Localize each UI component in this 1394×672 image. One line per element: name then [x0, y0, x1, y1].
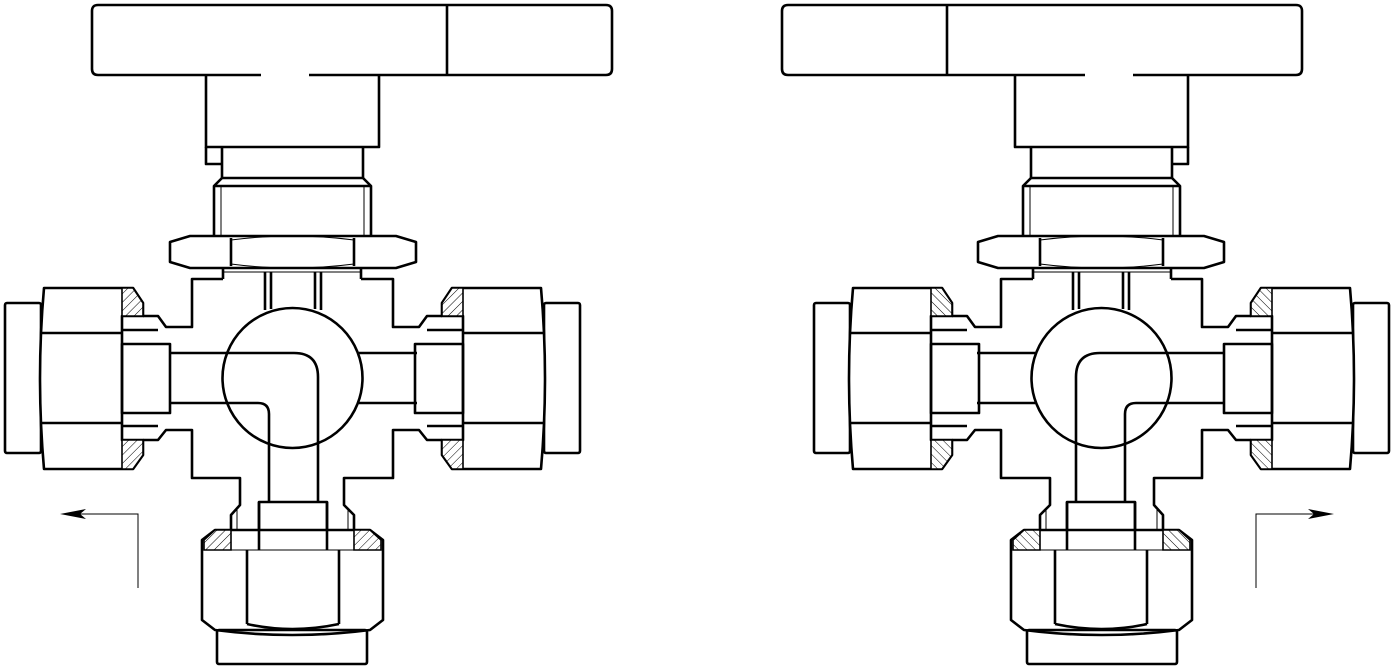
bore-elbow-inner	[170, 401, 271, 502]
bonnet	[212, 147, 373, 236]
panel-nut	[168, 234, 418, 279]
handle	[90, 3, 614, 166]
fitting-right	[413, 286, 582, 471]
tube-cap-left	[3, 301, 43, 455]
fitting-left	[3, 286, 172, 471]
flow-arrow-icon	[60, 509, 139, 588]
valve-view-left	[3, 3, 614, 666]
tube-cap-bottom	[215, 628, 369, 666]
ball	[170, 306, 417, 552]
tube-cap-right	[542, 301, 582, 455]
fitting-bottom	[200, 502, 385, 666]
valve-view-right	[780, 3, 1391, 666]
bore-elbow-outer	[170, 351, 320, 502]
valve-body	[143, 272, 442, 550]
